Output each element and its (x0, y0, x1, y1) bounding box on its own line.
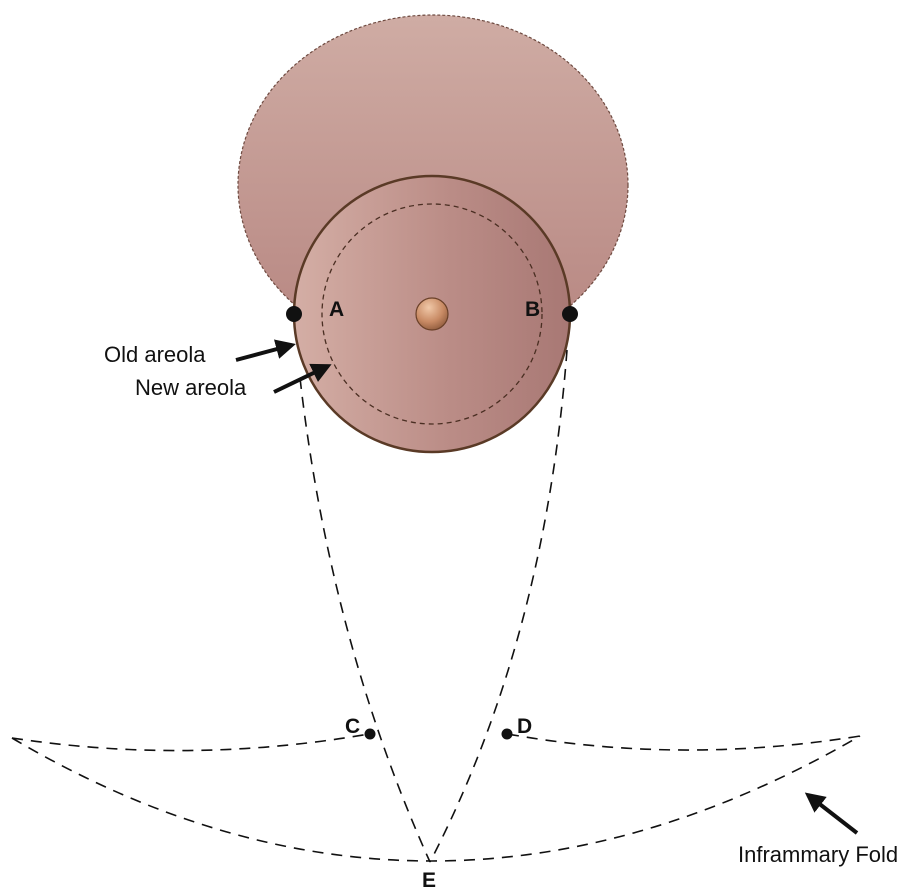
point-b-label: B (525, 298, 540, 321)
point-c-marker (365, 729, 376, 740)
point-d-label: D (517, 715, 532, 738)
old-areola-arrow (236, 345, 292, 360)
point-c-label: C (345, 715, 360, 738)
point-b-marker (562, 306, 578, 322)
inframammary-fold-arrow (808, 795, 857, 833)
point-d-marker (502, 729, 513, 740)
nipple (416, 298, 448, 330)
point-a-marker (286, 306, 302, 322)
point-e-label: E (422, 869, 436, 887)
inframammary-fold-text: Inframmary Fold (738, 842, 898, 867)
left-horizontal-limb (12, 734, 369, 751)
old-areola-text: Old areola (104, 342, 206, 367)
point-a-label: A (329, 298, 344, 321)
right-horizontal-limb (508, 734, 860, 750)
inframammary-fold-curve (12, 736, 860, 861)
new-areola-text: New areola (135, 375, 247, 400)
